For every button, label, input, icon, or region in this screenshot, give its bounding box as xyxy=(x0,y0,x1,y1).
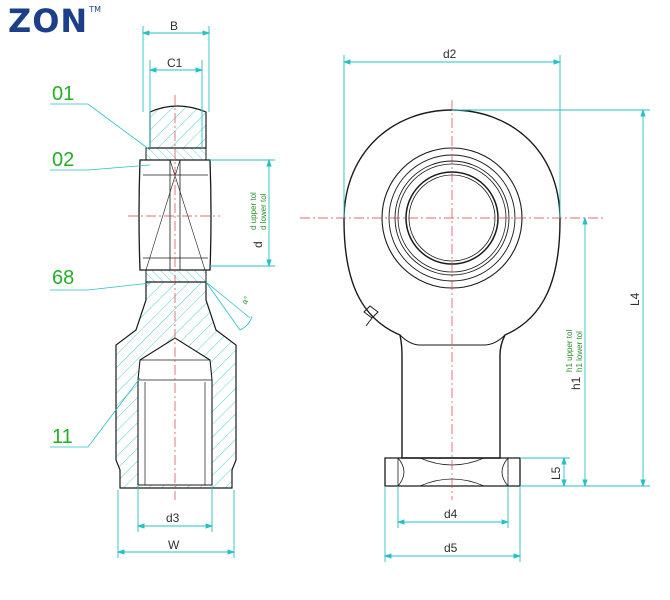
dimension-label-d-lower: d lower tol xyxy=(259,193,268,230)
trademark-mark: TM xyxy=(89,5,101,14)
outer-ring-upper xyxy=(145,147,207,161)
threaded-bore xyxy=(137,337,213,486)
dimension-d5 xyxy=(383,486,522,562)
logo-text: ZON xyxy=(8,2,89,40)
tilt-angle xyxy=(205,281,253,331)
section-view xyxy=(115,95,237,500)
dimension-d4 xyxy=(396,486,510,528)
dimension-d3 xyxy=(136,485,214,532)
dimension-label-h1-lower: h1 lower tol xyxy=(575,331,584,372)
dimension-label-W: W xyxy=(168,538,180,552)
front-centerlines xyxy=(300,100,605,500)
dimension-label-d: d xyxy=(251,241,265,248)
dimension-label-L5: L5 xyxy=(549,466,563,480)
callout-68: 68 xyxy=(52,267,74,289)
dimension-h1 xyxy=(582,216,588,488)
dimension-W xyxy=(116,490,236,558)
dimension-label-C1: C1 xyxy=(167,56,183,70)
outer-ring-lower xyxy=(145,269,207,283)
eye-head-outline xyxy=(343,109,561,459)
dimension-label-h1: h1 xyxy=(569,376,583,390)
dimension-label-h1-upper: h1 upper tol xyxy=(565,330,574,372)
dimension-d xyxy=(210,158,275,268)
head-top-section xyxy=(149,105,207,149)
zon-logo: ZON TM xyxy=(8,2,101,42)
dimension-C1 xyxy=(148,60,204,148)
dimension-label-d3: d3 xyxy=(166,511,180,525)
dimension-label-B: B xyxy=(170,19,178,33)
angle-label: a° xyxy=(240,295,252,306)
dimension-L5 xyxy=(520,456,570,488)
dimension-d2 xyxy=(342,55,562,218)
inner-ball xyxy=(138,159,212,271)
dimension-L4 xyxy=(452,108,650,488)
dimension-label-d5: d5 xyxy=(444,541,458,555)
grease-nipple xyxy=(363,305,379,327)
dimension-B xyxy=(141,26,211,112)
dimension-label-L4: L4 xyxy=(628,292,642,306)
dimension-label-d2: d2 xyxy=(443,47,457,61)
callout-01: 01 xyxy=(52,83,74,105)
dimension-label-d4: d4 xyxy=(444,507,458,521)
callout-02: 02 xyxy=(52,149,74,171)
hex-flange xyxy=(384,457,521,487)
dimension-label-d-upper: d upper tol xyxy=(249,192,258,230)
callout-leaders xyxy=(50,103,151,448)
callout-11: 11 xyxy=(52,426,73,448)
